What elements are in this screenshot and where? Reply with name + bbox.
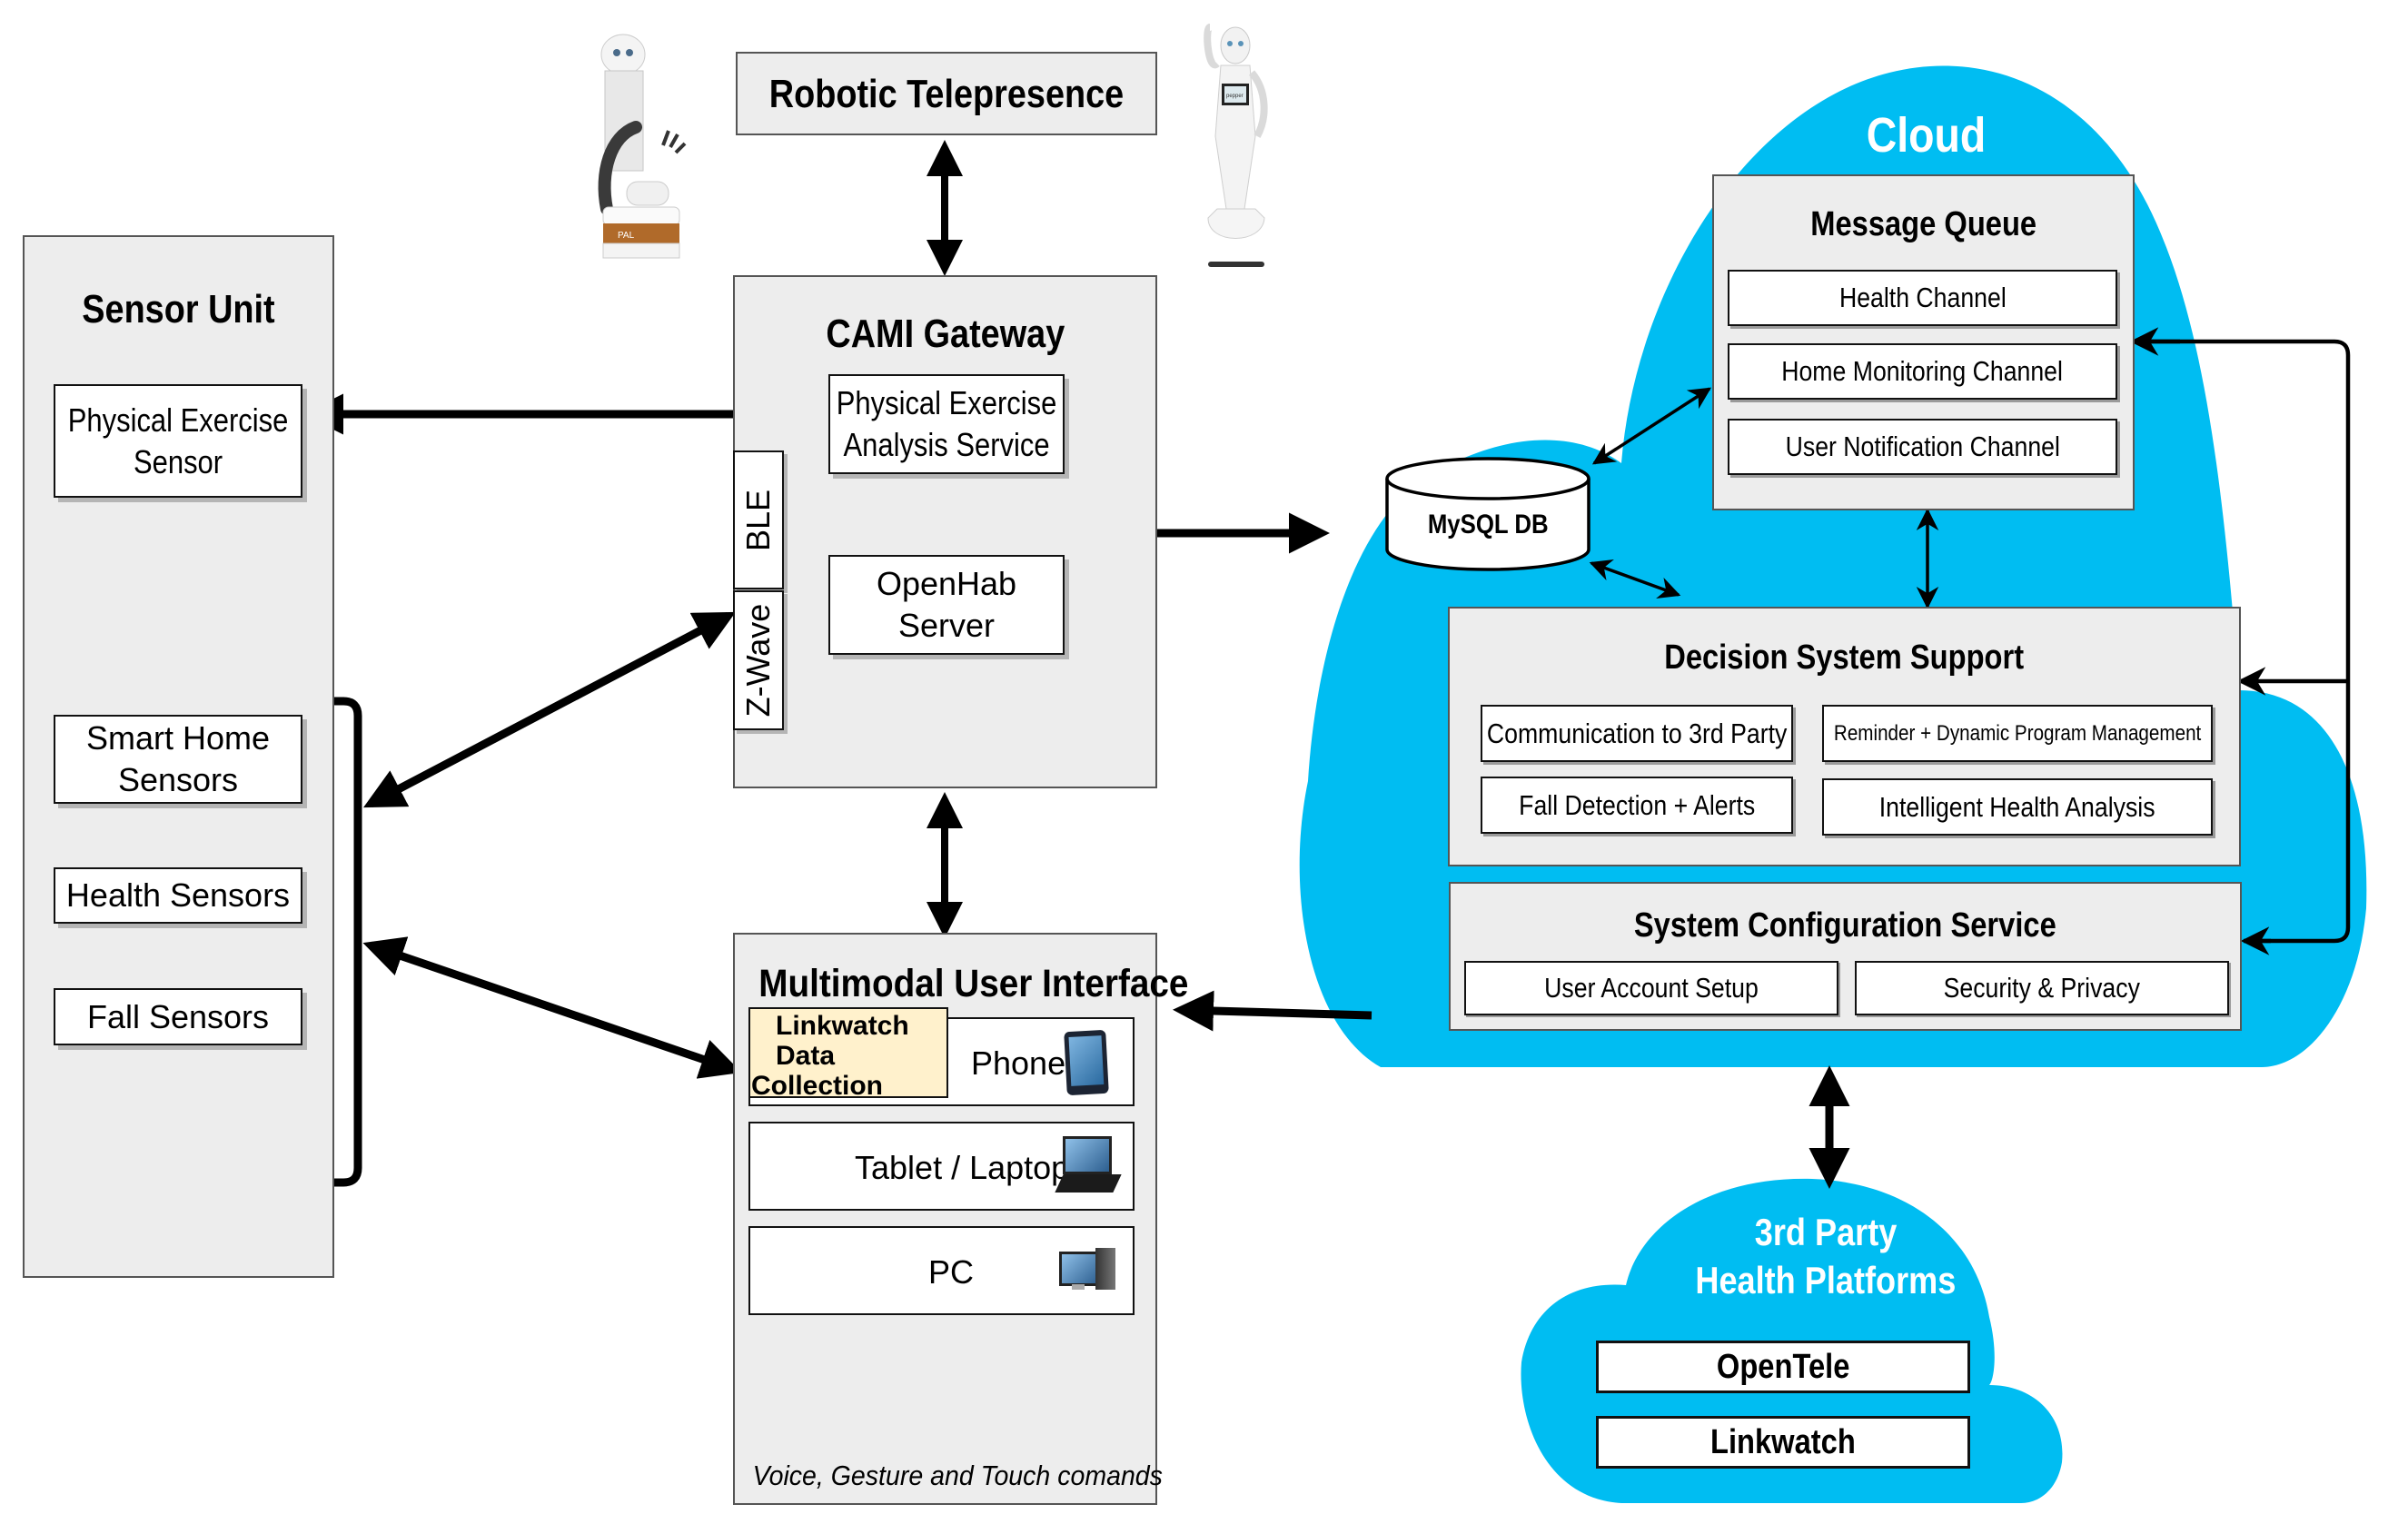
user-account-setup-box[interactable]: User Account Setup: [1464, 961, 1838, 1015]
openhab-server-box[interactable]: OpenHab Server: [828, 555, 1065, 655]
user-notification-channel-label: User Notification Channel: [1785, 431, 2060, 462]
device-pc-label: PC: [928, 1253, 975, 1291]
ble-protocol-box[interactable]: BLE: [733, 450, 784, 589]
robotic-telepresence-title: Robotic Telepresence: [768, 72, 1125, 116]
fall-sensors-box[interactable]: Fall Sensors: [54, 988, 302, 1045]
arrow-sensors-linkwatch: [362, 936, 742, 1079]
zwave-protocol-box[interactable]: Z-Wave: [733, 590, 784, 730]
health-sensors-label: Health Sensors: [65, 876, 291, 914]
arrow-db-message-queue: [1591, 387, 1712, 465]
linkwatch-platform-label: Linkwatch: [1710, 1422, 1856, 1461]
laptop-icon: [1055, 1136, 1122, 1200]
user-account-setup-label: User Account Setup: [1544, 972, 1759, 1004]
feedback-loop-connector: [2136, 339, 2351, 944]
device-phone-label: Phone: [971, 1044, 1066, 1082]
linkwatch-platform-box[interactable]: Linkwatch: [1596, 1416, 1970, 1469]
health-channel-box[interactable]: Health Channel: [1728, 270, 2117, 326]
reminder-program-management-label: Reminder + Dynamic Program Management: [1833, 720, 2202, 746]
sensor-group-bracket: [302, 697, 362, 1187]
device-tablet-laptop-label: Tablet / Laptop: [855, 1149, 1070, 1186]
smart-home-sensors-line2: Sensors: [117, 761, 239, 798]
opentele-platform-label: OpenTele: [1716, 1347, 1850, 1386]
linkwatch-data-collection-box[interactable]: Linkwatch Data Collection: [748, 1007, 948, 1101]
mysql-db-label: MySQL DB: [1387, 510, 1589, 540]
fall-detection-alerts-label: Fall Detection + Alerts: [1518, 788, 1756, 821]
physical-exercise-sensor-line1: Physical Exercise: [67, 401, 289, 439]
third-party-title: 3rd Party Health Platforms: [1662, 1208, 1989, 1304]
opentele-platform-box[interactable]: OpenTele: [1596, 1341, 1970, 1393]
cloud-title: Cloud: [1817, 107, 2035, 163]
fall-detection-alerts-box[interactable]: Fall Detection + Alerts: [1481, 777, 1793, 834]
health-channel-label: Health Channel: [1838, 282, 2007, 313]
robot-brand-label: PAL: [618, 231, 635, 241]
home-monitoring-channel-label: Home Monitoring Channel: [1781, 355, 2064, 387]
communication-third-party-label: Communication to 3rd Party: [1486, 717, 1788, 749]
pepper-robot-image: pepper: [1204, 24, 1268, 267]
mysql-db-cylinder: [1385, 457, 1590, 571]
reminder-program-management-box[interactable]: Reminder + Dynamic Program Management: [1822, 705, 2213, 762]
message-queue-title: Message Queue: [1810, 205, 2036, 243]
intelligent-health-analysis-box[interactable]: Intelligent Health Analysis: [1822, 778, 2213, 836]
third-party-title-line1: 3rd Party: [1754, 1211, 1898, 1253]
third-party-title-line2: Health Platforms: [1695, 1259, 1957, 1301]
openhab-server-line1: OpenHab: [876, 565, 1017, 602]
exercise-analysis-service-line2: Analysis Service: [843, 426, 1050, 463]
ble-protocol-label: BLE: [739, 489, 777, 551]
arrow-cloud-ui: [1173, 990, 1372, 1032]
decision-support-title: Decision System Support: [1664, 638, 2025, 677]
health-sensors-box[interactable]: Health Sensors: [54, 867, 302, 924]
exercise-analysis-service-line1: Physical Exercise: [836, 384, 1057, 421]
openhab-server-line2: Server: [897, 607, 996, 644]
intelligent-health-analysis-label: Intelligent Health Analysis: [1879, 790, 2155, 823]
desktop-pc-icon: [1059, 1248, 1117, 1295]
multimodal-ui-title: Multimodal User Interface: [758, 962, 1189, 1005]
arrow-sensors-gateway-radio: [363, 611, 736, 808]
linkwatch-line1: Linkwatch: [776, 1011, 909, 1041]
system-config-title: System Configuration Service: [1634, 906, 2056, 945]
tiago-robot-image: PAL: [598, 34, 687, 259]
cami-gateway-panel: CAMI Gateway: [733, 275, 1157, 788]
arrow-db-decision-support: [1589, 559, 1681, 599]
sensor-unit-title: Sensor Unit: [82, 287, 275, 332]
home-monitoring-channel-box[interactable]: Home Monitoring Channel: [1728, 343, 2117, 400]
cloud-title-text: Cloud: [1866, 108, 1986, 163]
pepper-screen-label: pepper: [1226, 94, 1244, 99]
security-privacy-label: Security & Privacy: [1943, 972, 2141, 1004]
device-pc-box[interactable]: PC: [748, 1226, 1135, 1315]
ui-input-modes-text: Voice, Gesture and Touch comands: [752, 1460, 1163, 1491]
smart-home-sensors-box[interactable]: Smart Home Sensors: [54, 715, 302, 804]
physical-exercise-sensor-box[interactable]: Physical Exercise Sensor: [54, 384, 302, 498]
linkwatch-line3: Collection: [751, 1071, 884, 1101]
security-privacy-box[interactable]: Security & Privacy: [1855, 961, 2229, 1015]
smart-home-sensors-line1: Smart Home: [85, 719, 271, 757]
zwave-protocol-label: Z-Wave: [739, 603, 777, 718]
robotic-telepresence-box: Robotic Telepresence: [736, 52, 1157, 135]
linkwatch-line2: Data: [776, 1041, 836, 1071]
user-notification-channel-box[interactable]: User Notification Channel: [1728, 419, 2117, 475]
cami-gateway-title: CAMI Gateway: [826, 312, 1065, 356]
exercise-analysis-service-box[interactable]: Physical Exercise Analysis Service: [828, 374, 1065, 474]
mysql-db-text: MySQL DB: [1427, 510, 1549, 539]
physical-exercise-sensor-line2: Sensor: [133, 442, 223, 480]
communication-third-party-box[interactable]: Communication to 3rd Party: [1481, 705, 1793, 762]
ui-input-modes-caption: Voice, Gesture and Touch comands: [735, 1460, 1163, 1492]
fall-sensors-label: Fall Sensors: [86, 997, 270, 1035]
device-tablet-laptop-box[interactable]: Tablet / Laptop: [748, 1122, 1135, 1211]
tablet-icon: [1064, 1029, 1109, 1096]
